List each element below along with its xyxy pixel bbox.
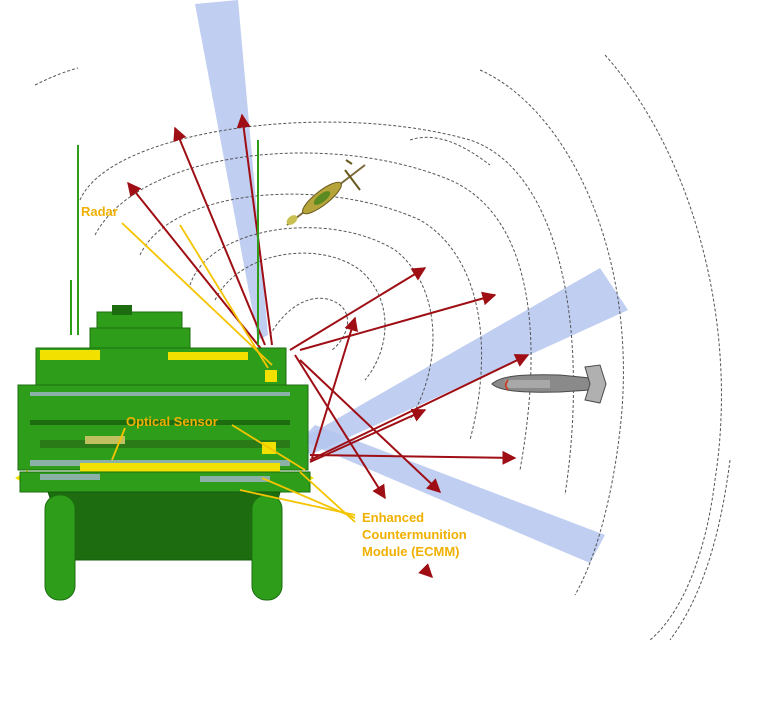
wave-arc-9 <box>34 67 79 86</box>
wave-arc-10 <box>409 136 491 166</box>
optical-leader-2 <box>231 424 306 471</box>
ecmm-label-line1: Enhanced <box>362 510 424 525</box>
ecmm-label-line2: Countermunition <box>362 527 467 542</box>
arrow-5 <box>299 291 497 351</box>
ecmm-leader-2 <box>261 477 356 519</box>
leader-lines <box>111 222 356 523</box>
wave-arc-6 <box>79 121 574 496</box>
wave-arc-2 <box>214 252 386 381</box>
wave-arc-4 <box>139 193 483 441</box>
detection-beams <box>195 0 628 563</box>
beam-upper-right <box>300 268 628 455</box>
radar-leader-2 <box>179 224 269 369</box>
optical-sensor-label: Optical Sensor <box>126 414 218 429</box>
arrow-11 <box>311 316 358 459</box>
arrow-7 <box>309 450 517 465</box>
arrow-9 <box>294 354 386 500</box>
wave-arcs <box>34 54 731 641</box>
arrow-10 <box>309 408 427 463</box>
rocket-projectile-icon <box>286 159 366 226</box>
wave-arc-1 <box>269 297 348 351</box>
wave-arc-8 <box>604 54 722 641</box>
beam-lower-right <box>300 425 605 563</box>
armored-vehicle-icon <box>15 140 314 601</box>
beam-vertical <box>195 0 268 340</box>
arrow-4 <box>289 267 427 351</box>
arrow-6 <box>309 354 530 461</box>
wave-arc-11 <box>669 459 731 641</box>
wave-arc-5 <box>94 152 532 471</box>
optical-leader-1 <box>111 427 126 461</box>
radar-leader-1 <box>121 222 273 366</box>
arrow-8 <box>299 359 442 493</box>
ecmm-leader-1 <box>239 489 356 516</box>
radar-label: Radar <box>81 204 118 219</box>
arrow-12 <box>418 563 433 578</box>
guided-bomb-icon <box>491 364 607 404</box>
ecmm-leader-3 <box>299 471 356 523</box>
ecmm-label-line3: Module (ECMM) <box>362 544 459 559</box>
arrow-1 <box>173 126 266 346</box>
